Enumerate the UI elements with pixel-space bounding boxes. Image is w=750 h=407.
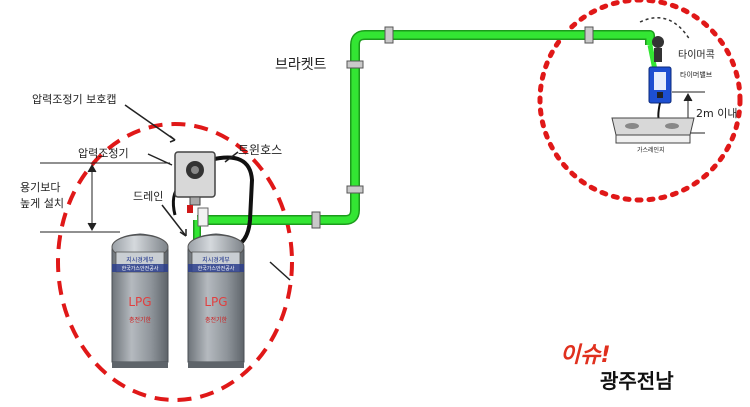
cylinder-left-base-text: 충전기한 (129, 316, 152, 324)
lpg-cylinder-right: 지시경계부 한국가스안전공사 LPG 충전기한 (187, 233, 245, 368)
pipe-brackets (311, 26, 594, 229)
twin-hose-label: 트윈호스 (238, 143, 282, 157)
cylinder-right-collar-text: 지시경계부 (202, 256, 230, 264)
regulator-label: 압력조정기 (78, 147, 129, 160)
pressure-regulator (174, 151, 216, 227)
cylinder-left-lpg-label: LPG (128, 295, 151, 309)
issue-logo: 이슈! 광주전남 (560, 343, 674, 393)
lpg-cylinder-left: 지시경계부 한국가스안전공사 LPG 충전기한 (111, 233, 169, 368)
install-note-line2: 높게 설치 (20, 197, 64, 210)
cylinder-right-base-text: 충전기한 (205, 316, 228, 324)
cylinder-highlight-circle (56, 122, 294, 402)
install-note-line1: 용기보다 (20, 181, 60, 194)
leader-lines (124, 104, 291, 281)
timer-valve-assembly (639, 17, 691, 131)
distance-label: 2m 이내 (696, 107, 737, 120)
gas-pipe (193, 30, 658, 245)
cylinder-left-band-text: 한국가스안전공사 (122, 265, 159, 272)
logo-bottom-text: 광주전남 (600, 369, 674, 393)
height-dimension (40, 162, 170, 233)
regulator-cap-label: 압력조정기 보호캡 (32, 93, 116, 106)
cylinder-right-band-text: 한국가스안전공사 (198, 265, 235, 272)
bracket-label: 브라켓트 (275, 57, 327, 73)
timer-cock-label: 타이머콕 (678, 49, 715, 61)
gas-range-label: 가스레인지 (637, 146, 665, 154)
timer-valve-label: 타이머밸브 (680, 70, 713, 79)
logo-top-text: 이슈! (560, 343, 611, 368)
timer-highlight-circle (537, 0, 743, 203)
gas-range (611, 117, 695, 144)
cylinder-left-collar-text: 지시경계부 (126, 256, 154, 264)
drain-label: 드레인 (133, 190, 163, 203)
cylinder-right-lpg-label: LPG (204, 295, 227, 309)
